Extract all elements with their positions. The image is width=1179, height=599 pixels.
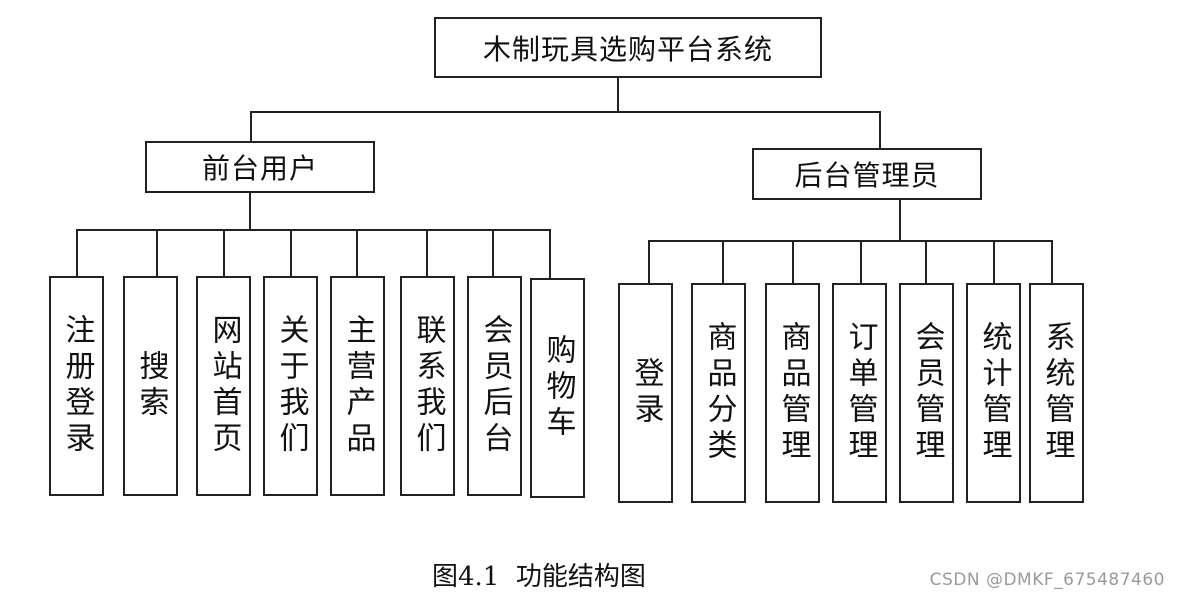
back-child-line bbox=[860, 240, 862, 283]
back-child-line bbox=[925, 240, 927, 283]
back-child-line bbox=[648, 240, 650, 283]
back-item-box: 订单管理 bbox=[832, 283, 887, 503]
back-item-label: 系统管理 bbox=[1039, 321, 1075, 465]
back-item-box: 统计管理 bbox=[966, 283, 1021, 503]
front-user-label: 前台用户 bbox=[201, 152, 318, 185]
front-child-line bbox=[290, 229, 292, 276]
back-item-label: 登录 bbox=[628, 357, 664, 429]
back-item-box: 商品管理 bbox=[765, 283, 820, 503]
back-item-box: 会员管理 bbox=[899, 283, 954, 503]
front-item-box: 网站首页 bbox=[196, 276, 251, 496]
front-item-box: 购物车 bbox=[530, 278, 585, 498]
front-item-box: 联系我们 bbox=[400, 276, 455, 496]
front-drop-line bbox=[250, 111, 252, 141]
back-admin-node: 后台管理员 bbox=[752, 148, 982, 200]
front-item-box: 注册登录 bbox=[49, 276, 104, 496]
back-stem-line bbox=[899, 200, 901, 242]
back-item-box: 商品分类 bbox=[691, 283, 746, 503]
front-item-box: 关于我们 bbox=[263, 276, 318, 496]
root-node: 木制玩具选购平台系统 bbox=[434, 17, 822, 78]
back-item-label: 商品分类 bbox=[701, 321, 737, 465]
back-bus-line bbox=[648, 240, 1053, 242]
root-bus-line bbox=[250, 111, 881, 113]
back-item-box: 登录 bbox=[618, 283, 673, 503]
front-item-label: 网站首页 bbox=[206, 314, 242, 458]
front-item-box: 会员后台 bbox=[467, 276, 522, 496]
front-user-node: 前台用户 bbox=[145, 141, 375, 193]
back-admin-label: 后台管理员 bbox=[794, 159, 940, 192]
front-child-line bbox=[426, 229, 428, 276]
front-item-label: 注册登录 bbox=[59, 314, 95, 458]
back-child-line bbox=[792, 240, 794, 283]
front-child-line bbox=[549, 229, 551, 278]
front-stem-line bbox=[249, 193, 251, 230]
watermark: CSDN @DMKF_675487460 bbox=[929, 570, 1165, 590]
front-child-line bbox=[356, 229, 358, 276]
front-item-label: 主营产品 bbox=[340, 314, 376, 458]
front-item-box: 主营产品 bbox=[330, 276, 385, 496]
back-item-label: 订单管理 bbox=[842, 321, 878, 465]
front-item-label: 联系我们 bbox=[410, 314, 446, 458]
front-item-label: 搜索 bbox=[133, 350, 169, 422]
front-item-label: 关于我们 bbox=[273, 314, 309, 458]
back-child-line bbox=[1051, 240, 1053, 283]
back-item-label: 商品管理 bbox=[775, 321, 811, 465]
back-item-label: 会员管理 bbox=[909, 321, 945, 465]
back-child-line bbox=[993, 240, 995, 283]
front-item-label: 购物车 bbox=[540, 334, 576, 442]
back-item-box: 系统管理 bbox=[1029, 283, 1084, 503]
front-item-label: 会员后台 bbox=[477, 314, 513, 458]
front-child-line bbox=[156, 229, 158, 276]
front-item-box: 搜索 bbox=[123, 276, 178, 496]
back-drop-line bbox=[879, 111, 881, 148]
front-bus-line bbox=[76, 229, 551, 231]
front-child-line bbox=[76, 229, 78, 276]
root-node-label: 木制玩具选购平台系统 bbox=[482, 32, 773, 66]
front-child-line bbox=[492, 229, 494, 276]
front-child-line bbox=[223, 229, 225, 276]
root-stem-line bbox=[617, 78, 619, 113]
figure-caption: 图4.1 功能结构图 bbox=[432, 562, 646, 592]
back-item-label: 统计管理 bbox=[976, 321, 1012, 465]
back-child-line bbox=[722, 240, 724, 283]
